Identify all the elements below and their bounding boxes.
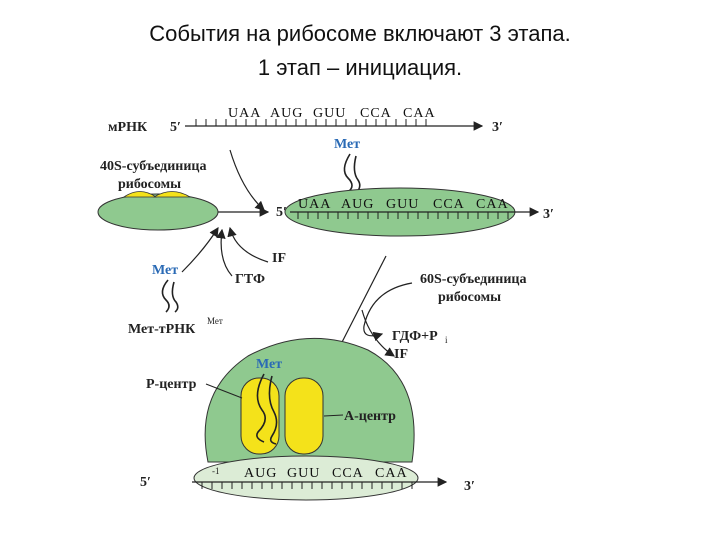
- a-site-label: А-центр: [344, 409, 396, 424]
- slide-title-line-1: События на рибосоме включают 3 этапа.: [149, 21, 571, 46]
- met-trna-label: Мет-тРНК: [128, 322, 196, 337]
- codon-top-5: CAA: [403, 106, 436, 121]
- arrow-gdp-out: [361, 309, 395, 357]
- codon-top-2: AUG: [270, 106, 303, 121]
- position-minus-one: -1: [212, 466, 220, 476]
- if-label-bottom: IF: [394, 347, 408, 362]
- p-site-pointer: [205, 383, 243, 399]
- a-site-pointer: [323, 414, 344, 417]
- trna-squiggle-left: [161, 279, 179, 313]
- codon-bottom-3: CCA: [332, 466, 364, 481]
- arrow-mettrna-in: [181, 226, 219, 273]
- ribosome-5prime: 5′: [140, 475, 151, 490]
- subunit60s-label-1: 60S-субъединица: [420, 272, 526, 287]
- codon-complex-3: GUU: [386, 197, 419, 212]
- codon-top-4: CCA: [360, 106, 392, 121]
- arrow-if-in: [227, 226, 269, 263]
- subunit40s-label-2: рибосомы: [118, 177, 181, 192]
- codon-complex-4: CCA: [433, 197, 465, 212]
- codon-complex-2: AUG: [341, 197, 374, 212]
- codon-complex-1: UAA: [298, 197, 331, 212]
- met-trna-sup: Мет: [207, 316, 223, 326]
- codon-bottom-4: CAA: [375, 466, 408, 481]
- subunit60s-label-2: рибосомы: [438, 290, 501, 305]
- arrow-gtp-in: [216, 228, 233, 277]
- gtp-label: ГТФ: [235, 272, 265, 287]
- mrna-ticks-complex: [297, 212, 509, 219]
- slide-title-line-2: 1 этап – инициация.: [257, 55, 463, 80]
- gdp-label: ГДФ+Р: [392, 329, 438, 344]
- trna-squiggle-top: [343, 153, 361, 193]
- codon-top-1: UAA: [228, 106, 261, 121]
- complex-5prime: 5′: [276, 205, 287, 220]
- ribosome-3prime: 3′: [464, 479, 475, 494]
- met-label-ribosome: Мет: [256, 357, 282, 372]
- arrow-60s-in: [363, 282, 413, 342]
- mrna-label: мРНК: [108, 120, 148, 135]
- subunit40s-shape: [97, 191, 219, 231]
- mrna-ticks-bottom: [201, 482, 413, 489]
- p-site-label: Р-центр: [146, 377, 197, 392]
- a-site-shape: [284, 377, 324, 455]
- codon-complex-5: CAA: [476, 197, 509, 212]
- gdp-subscript: i: [445, 335, 448, 345]
- mrna-5prime: 5′: [170, 120, 181, 135]
- if-label-top: IF: [272, 251, 286, 266]
- trna-squiggle-ribosome: [256, 373, 278, 445]
- arrow-mrna-to-complex: [229, 149, 265, 211]
- codon-bottom-2: GUU: [287, 466, 320, 481]
- arrow-down-to-ribosome: [337, 255, 387, 352]
- mrna-ticks-top: [195, 119, 427, 126]
- complex-3prime: 3′: [543, 207, 554, 222]
- subunit40s-label-1: 40S-субъединица: [100, 159, 206, 174]
- codon-bottom-1: AUG: [244, 466, 277, 481]
- met-label-left: Мет: [152, 263, 178, 278]
- met-label-top: Мет: [334, 137, 360, 152]
- codon-top-3: GUU: [313, 106, 346, 121]
- mrna-3prime-top: 3′: [492, 120, 503, 135]
